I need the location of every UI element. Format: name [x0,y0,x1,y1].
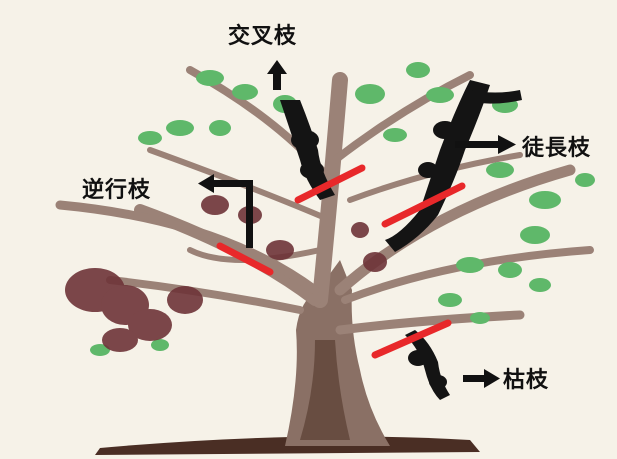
cut-mark-dead [371,319,452,359]
cut-marks [216,164,466,359]
green-foliage [90,62,595,356]
arrow-right-icon [455,135,516,154]
cut-mark-crossing [294,164,366,204]
arrow-right-icon [463,369,500,388]
maroon-foliage [65,195,387,352]
arrow-elbow-left-icon [198,174,253,248]
arrow-up-icon [267,60,287,90]
label-reverse-branch: 逆行枝 [82,178,152,203]
arrows [198,60,516,388]
marked-branches [280,80,522,400]
label-crossing-branch: 交叉枝 [228,24,298,49]
water-sprout-shape [385,80,490,252]
trunk-shade [300,340,350,440]
cut-mark-water-sprout [381,182,466,228]
cut-mark-reverse [216,242,274,276]
label-dead-branch: 枯枝 [503,368,550,393]
label-water-sprout: 徒長枝 [522,136,592,161]
